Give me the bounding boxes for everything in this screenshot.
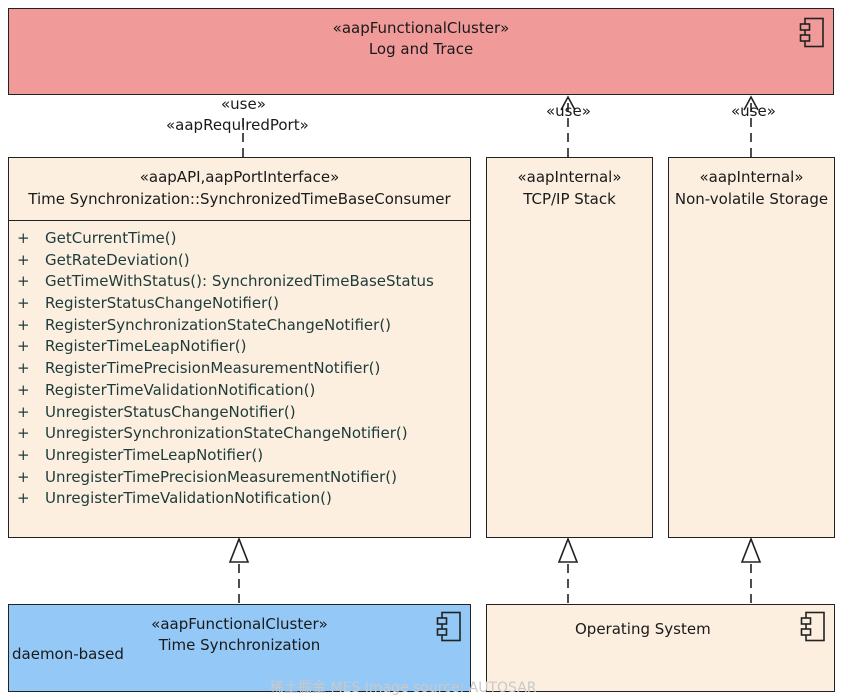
operation-name: UnregisterTimeValidationNotification(): [45, 489, 332, 508]
operation-item: + UnregisterStatusChangeNotifier(): [9, 402, 470, 424]
non-volatile-storage-interface[interactable]: «aapInternal» Non-volatile Storage: [668, 157, 835, 538]
operation-item: + UnregisterTimePrecisionMeasurementNotif…: [9, 467, 470, 489]
operation-name: UnregisterTimeLeapNotifier(): [45, 445, 264, 464]
visibility-marker: +: [17, 467, 30, 486]
required-port-label: «aapRequiredPort»: [166, 116, 309, 134]
visibility-marker: +: [17, 294, 30, 313]
log-and-trace-stereotype: «aapFunctionalCluster»: [332, 19, 510, 37]
operation-name: UnregisterStatusChangeNotifier(): [45, 402, 296, 421]
tsync-name: Time Synchronization: [158, 636, 321, 654]
synchronized-time-base-consumer-interface[interactable]: «aapAPI,aapPortInterface» Time Synchroni…: [8, 157, 471, 538]
operation-item: + GetRateDeviation(): [9, 250, 470, 272]
watermark: 稀土掘金 MES Image source: AUTOSAR: [270, 680, 537, 696]
hollow-triangle-arrowhead: [740, 536, 762, 563]
operating-system-component[interactable]: Operating System: [486, 604, 835, 692]
operation-name: RegisterTimePrecisionMeasurementNotifier…: [45, 359, 381, 378]
visibility-marker: +: [17, 250, 30, 269]
visibility-marker: +: [17, 229, 30, 247]
time-synchronization-component[interactable]: «aapFunctionalCluster» Time Synchronizat…: [8, 604, 471, 692]
operation-item: + RegisterTimeLeapNotifier(): [9, 336, 470, 358]
compartment-divider: [9, 220, 470, 221]
component-icon: [436, 611, 461, 642]
operation-name: UnregisterSynchronizationStateChangeNoti…: [45, 424, 408, 443]
consumer-stereotype: «aapAPI,aapPortInterface»: [139, 168, 340, 186]
operation-name: GetTimeWithStatus(): SynchronizedTimeBas…: [45, 272, 434, 291]
tcp-stereotype: «aapInternal»: [517, 168, 622, 186]
operation-item: + RegisterSynchronizationStateChangeNotif…: [9, 315, 470, 337]
hollow-triangle-arrowhead: [228, 536, 250, 563]
operation-name: RegisterSynchronizationStateChangeNotifi…: [45, 315, 392, 334]
log-and-trace-component[interactable]: «aapFunctionalCluster» Log and Trace: [8, 8, 834, 95]
tcp-ip-stack-interface[interactable]: «aapInternal» TCP/IP Stack: [486, 157, 653, 538]
operation-item: + RegisterStatusChangeNotifier(): [9, 293, 470, 315]
tsync-stereotype: «aapFunctionalCluster»: [151, 615, 328, 633]
operation-item: + RegisterTimePrecisionMeasurementNotifie…: [9, 358, 470, 380]
nvs-name: Non-volatile Storage: [674, 190, 829, 208]
visibility-marker: +: [17, 424, 30, 443]
operation-item: + GetTimeWithStatus(): SynchronizedTimeBa…: [9, 271, 470, 293]
tsync-tag: daemon-based: [12, 645, 124, 663]
visibility-marker: +: [17, 402, 30, 421]
operations-list: + GetCurrentTime() + GetRateDeviation() + Get…: [9, 228, 470, 510]
hollow-triangle-arrowhead: [557, 536, 579, 563]
nvs-stereotype: «aapInternal»: [699, 168, 804, 186]
component-icon: [800, 611, 825, 642]
operation-name: UnregisterTimePrecisionMeasurementNotifi…: [45, 467, 397, 486]
operation-item: + RegisterTimeValidationNotification(): [9, 380, 470, 402]
visibility-marker: +: [17, 315, 30, 334]
visibility-marker: +: [17, 445, 30, 464]
operation-item: + UnregisterTimeLeapNotifier(): [9, 445, 470, 467]
tcp-name: TCP/IP Stack: [523, 190, 616, 208]
consumer-name: Time Synchronization::SynchronizedTimeBa…: [28, 190, 451, 208]
visibility-marker: +: [17, 337, 30, 356]
component-icon: [799, 17, 824, 48]
nvs-use-label: «use»: [731, 102, 776, 120]
visibility-marker: +: [17, 359, 30, 378]
os-name: Operating System: [575, 620, 711, 638]
operation-item: + UnregisterSynchronizationStateChangeNot…: [9, 423, 470, 445]
operation-name: GetCurrentTime(): [45, 229, 177, 247]
visibility-marker: +: [17, 489, 30, 508]
visibility-marker: +: [17, 272, 30, 291]
log-and-trace-name: Log and Trace: [368, 40, 474, 58]
operation-name: RegisterTimeValidationNotification(): [45, 380, 316, 399]
operation-item: + UnregisterTimeValidationNotification(): [9, 488, 470, 510]
visibility-marker: +: [17, 380, 30, 399]
operation-name: RegisterStatusChangeNotifier(): [45, 294, 279, 313]
tcp-use-label: «use»: [546, 102, 591, 120]
operation-name: RegisterTimeLeapNotifier(): [45, 337, 247, 356]
operation-name: GetRateDeviation(): [45, 250, 190, 269]
operation-item: + GetCurrentTime(): [9, 228, 470, 250]
required-port-use-label: «use»: [219, 95, 268, 113]
